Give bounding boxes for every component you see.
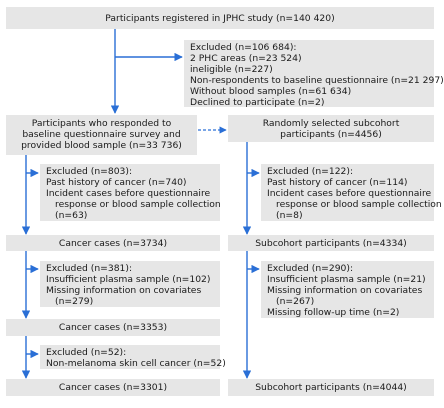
excluded-main-item: ineligible (n=227) bbox=[190, 64, 273, 75]
responders-line: Participants who responded to bbox=[31, 118, 172, 129]
registered-participants-label: Participants registered in JPHC study (n… bbox=[105, 12, 335, 24]
left-excluded-1-title: Excluded (n=803): bbox=[46, 166, 133, 177]
right-excluded-1-title: Excluded (n=122): bbox=[267, 166, 354, 177]
right-excluded-2-box: Excluded (n=290): Insufficient plasma sa… bbox=[261, 261, 434, 318]
left-excluded-1-item: response or blood sample collection bbox=[55, 199, 221, 210]
subcohort-line: participants (n=4456) bbox=[280, 129, 382, 140]
cancer-cases-2-label: Cancer cases (n=3353) bbox=[58, 322, 168, 333]
responders-box: Participants who responded to baseline q… bbox=[6, 115, 197, 155]
left-excluded-3-item: Non-melanoma skin cell cancer (n=52) bbox=[46, 358, 226, 369]
responders-line: provided blood sample (n=33 736) bbox=[21, 140, 182, 151]
left-excluded-2-item: Missing information on covariates bbox=[46, 285, 202, 296]
right-excluded-1-item: Incident cases before questionnaire bbox=[267, 188, 432, 199]
left-excluded-2-title: Excluded (n=381): bbox=[46, 263, 133, 274]
cancer-cases-2-box: Cancer cases (n=3353) bbox=[6, 319, 220, 336]
cancer-cases-3-label: Cancer cases (n=3301) bbox=[58, 382, 168, 393]
subcohort-participants-2-label: Subcohort participants (n=4044) bbox=[255, 382, 407, 393]
excluded-main-title: Excluded (n=106 684): bbox=[190, 42, 297, 53]
excluded-main-item: Declined to participate (n=2) bbox=[190, 97, 325, 108]
right-excluded-1-box: Excluded (n=122): Past history of cancer… bbox=[261, 164, 442, 221]
right-excluded-2-item: Missing follow-up time (n=2) bbox=[267, 307, 400, 318]
subcohort-participants-1-box: Subcohort participants (n=4334) bbox=[228, 235, 434, 251]
left-excluded-1-item: (n=63) bbox=[55, 210, 88, 221]
cancer-cases-3-box: Cancer cases (n=3301) bbox=[6, 379, 220, 396]
subcohort-line: Randomly selected subcohort bbox=[262, 118, 400, 129]
right-excluded-2-item: Insufficient plasma sample (n=21) bbox=[267, 274, 426, 285]
excluded-main-item: Non-respondents to baseline questionnair… bbox=[190, 75, 444, 86]
left-excluded-1-box: Excluded (n=803): Past history of cancer… bbox=[40, 164, 221, 221]
registered-participants-box: Participants registered in JPHC study (n… bbox=[6, 7, 434, 29]
right-excluded-1-item: response or blood sample collection bbox=[276, 199, 442, 210]
right-excluded-1-item: Past history of cancer (n=114) bbox=[267, 177, 408, 188]
left-excluded-1-item: Past history of cancer (n=740) bbox=[46, 177, 187, 188]
cancer-cases-1-box: Cancer cases (n=3734) bbox=[6, 235, 220, 251]
cancer-cases-1-label: Cancer cases (n=3734) bbox=[58, 237, 168, 249]
right-excluded-2-item: Missing information on covariates bbox=[267, 285, 423, 296]
left-excluded-1-item: Incident cases before questionnaire bbox=[46, 188, 211, 199]
responders-line: baseline questionnaire survey and bbox=[22, 129, 181, 140]
subcohort-participants-1-label: Subcohort participants (n=4334) bbox=[255, 237, 407, 249]
left-excluded-2-box: Excluded (n=381): Insufficient plasma sa… bbox=[40, 261, 220, 307]
left-excluded-3-box: Excluded (n=52): Non-melanoma skin cell … bbox=[40, 345, 226, 369]
excluded-main-box: Excluded (n=106 684): 2 PHC areas (n=23 … bbox=[184, 40, 444, 108]
left-excluded-2-item: (n=279) bbox=[55, 296, 94, 307]
right-excluded-2-item: (n=267) bbox=[276, 296, 315, 307]
left-excluded-2-item: Insufficient plasma sample (n=102) bbox=[46, 274, 211, 285]
excluded-main-item: Without blood samples (n=61 634) bbox=[190, 86, 352, 97]
right-excluded-2-title: Excluded (n=290): bbox=[267, 263, 354, 274]
right-excluded-1-item: (n=8) bbox=[276, 210, 303, 221]
excluded-main-item: 2 PHC areas (n=23 524) bbox=[190, 53, 302, 64]
subcohort-participants-2-box: Subcohort participants (n=4044) bbox=[228, 379, 434, 396]
left-excluded-3-title: Excluded (n=52): bbox=[46, 347, 127, 358]
subcohort-box: Randomly selected subcohort participants… bbox=[228, 115, 434, 142]
